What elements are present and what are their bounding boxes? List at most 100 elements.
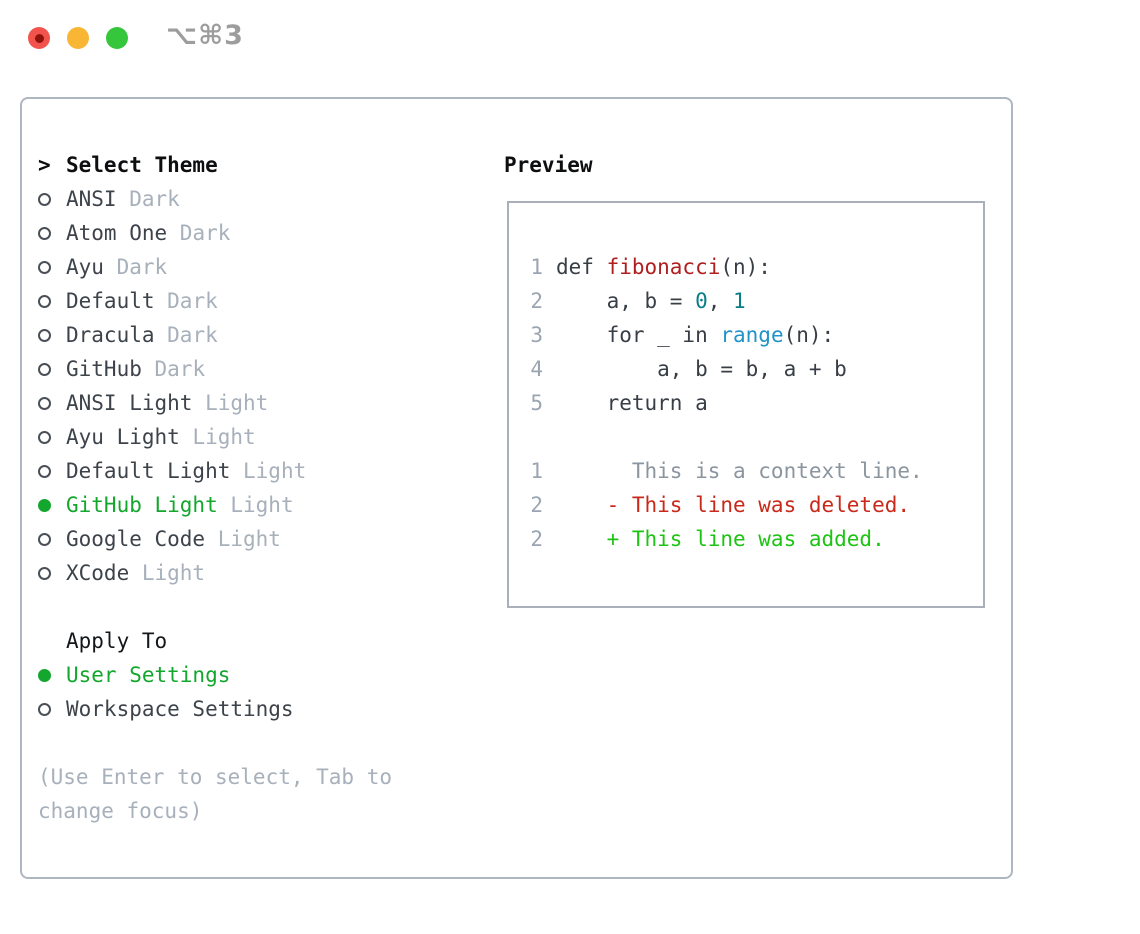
code-token-code: return a [556,391,708,415]
code-line [530,420,983,454]
hint-text-line-1: (Use Enter to select, Tab to [38,765,393,789]
line-number: 2 [530,289,543,313]
theme-option-label: Atom One [66,221,180,245]
theme-option-label: ANSI Light [66,391,206,415]
theme-variant-tag: Light [243,459,307,483]
theme-variant-tag: Light [192,425,256,449]
theme-option-dracula[interactable]: Dracula Dark [38,318,488,352]
radio-unselected-icon [38,260,66,274]
code-token-code: , [707,289,734,313]
radio-unselected-icon [38,362,66,376]
zoom-button[interactable] [106,27,128,49]
theme-option-ansi-light[interactable]: ANSI Light Light [38,386,488,420]
radio-selected-icon [38,498,66,512]
line-number: 4 [530,357,543,381]
theme-variant-tag: Dark [167,323,218,347]
radio-circle-icon [38,362,51,376]
code-token-code: a, b = [556,289,696,313]
theme-option-label: Default [66,289,168,313]
theme-option-github-light[interactable]: GitHub Light Light [38,488,488,522]
theme-variant-tag: Dark [116,255,168,279]
radio-circle-icon [38,192,51,206]
line-number: 2 [530,493,543,517]
window-shortcut-label: ⌥⌘3 [166,20,244,51]
theme-option-xcode[interactable]: XCode Light [38,556,488,590]
theme-option-default-light[interactable]: Default Light Light [38,454,488,488]
radio-selected-icon [38,668,66,682]
select-theme-heading: > Select Theme [38,148,488,182]
code-line: 3 for _ in range(n): [530,318,983,352]
code-line: 1 This is a context line. [530,454,983,488]
theme-variant-tag: Light [217,527,281,551]
radio-unselected-icon [38,464,66,478]
apply-option-workspace-settings[interactable]: Workspace Settings [38,692,488,726]
radio-unselected-icon [38,192,66,206]
code-token-added: + This line was added. [556,527,885,551]
hint-text-line-2: change focus) [38,799,203,823]
theme-option-github[interactable]: GitHub Dark [38,352,488,386]
theme-option-default[interactable]: Default Dark [38,284,488,318]
theme-variant-tag: Dark [154,357,206,381]
radio-circle-icon [38,532,51,546]
section-gap [38,590,488,624]
radio-unselected-icon [38,532,66,546]
code-line: 2 + This line was added. [530,522,983,556]
theme-variant-tag: Light [205,391,269,415]
code-token-code: for _ in [556,323,721,347]
radio-circle-icon [38,328,51,342]
close-dot-icon [34,33,44,43]
theme-option-ayu-light[interactable]: Ayu Light Light [38,420,488,454]
theme-option-ansi[interactable]: ANSI Dark [38,182,488,216]
radio-circle-icon [38,566,51,580]
radio-circle-icon [38,430,51,444]
radio-unselected-icon [38,226,66,240]
radio-circle-icon [38,396,51,410]
radio-unselected-icon [38,396,66,410]
line-number: 2 [530,527,543,551]
radio-circle-icon [38,226,51,240]
theme-option-label: Google Code [66,527,218,551]
radio-unselected-icon [38,702,66,716]
minimize-button[interactable] [67,27,89,49]
code-token-num: 0 [695,289,708,313]
apply-option-user-settings[interactable]: User Settings [38,658,488,692]
theme-option-google-code[interactable]: Google Code Light [38,522,488,556]
theme-variant-tag: Light [230,493,294,517]
radio-unselected-icon [38,328,66,342]
theme-option-ayu[interactable]: Ayu Dark [38,250,488,284]
close-button[interactable] [28,27,50,49]
theme-variant-tag: Dark [167,289,218,313]
radio-circle-icon [38,464,51,478]
theme-option-atom-one[interactable]: Atom One Dark [38,216,488,250]
code-token-num: 1 [733,289,746,313]
radio-circle-icon [38,498,51,512]
apply-option-label: User Settings [66,663,231,687]
apply-to-heading: Apply To [66,629,168,653]
theme-variant-tag: Dark [179,221,231,245]
code-token-context: This is a context line. [556,459,923,483]
line-number: 5 [530,391,543,415]
select-theme-title: Select Theme [66,153,218,177]
section-gap [38,726,488,760]
radio-unselected-icon [38,430,66,444]
code-token-builtin: range [720,323,784,347]
radio-unselected-icon [38,294,66,308]
line-number: 1 [530,459,543,483]
preview-heading: Preview [504,153,593,177]
radio-circle-icon [38,668,51,682]
line-number: 3 [530,323,543,347]
theme-option-label: Ayu [66,255,117,279]
theme-option-label: GitHub [66,357,155,381]
code-line: 4 a, b = b, a + b [530,352,983,386]
theme-variant-tag: Light [141,561,206,585]
cursor-marker-icon: > [38,153,51,177]
theme-variant-tag: Dark [129,187,180,211]
code-token-code: a, b = b, a + b [556,357,847,381]
theme-option-label: XCode [66,561,142,585]
code-token-deleted: - This line was deleted. [556,493,911,517]
code-line: 5 return a [530,386,983,420]
